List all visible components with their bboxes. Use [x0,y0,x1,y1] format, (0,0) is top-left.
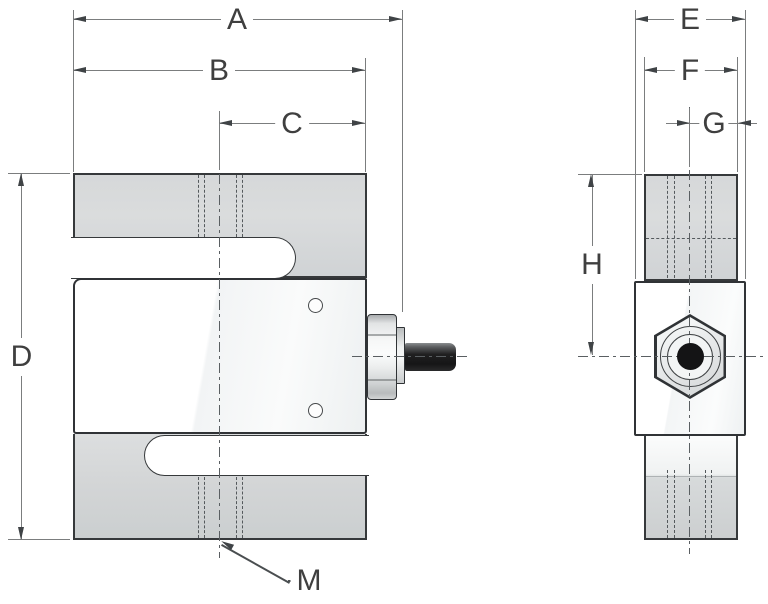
front-lower-slot [144,435,369,476]
cable-gland-nut-side [366,314,397,400]
cable-centerline [352,356,468,357]
thread-hidden-line [236,477,237,538]
arrowhead [588,174,594,187]
cable [404,343,456,371]
thread-hidden-line [203,175,205,237]
arrowhead [732,15,745,22]
arrowhead [644,66,657,73]
thread-hidden-line [673,470,675,538]
nut-facet-line [368,334,396,336]
extension-line-e-right [745,10,746,279]
arrowhead [352,119,365,126]
thread-hidden-line [198,477,199,538]
thread-hidden-line [711,470,712,538]
dim-label-d: D [7,338,36,376]
cover-screw-hole [307,297,323,313]
extension-line-c-left [219,111,220,170]
arrowhead [73,15,86,22]
thread-hidden-line [198,175,199,237]
dim-label-h: H [578,246,606,284]
extension-line-f-left [644,57,645,172]
slot-floor-edge [646,475,736,477]
arrowhead [724,66,737,73]
thread-hidden-line [704,176,706,278]
thread-hidden-line [236,175,237,237]
leader-line-m [221,543,291,583]
arrowhead [219,119,232,126]
thread-hidden-line [203,477,205,538]
dim-label-a: A [220,3,254,36]
front-centerline [219,111,220,558]
extension-line-h-top [578,173,642,175]
arrowhead [18,173,24,186]
arrowhead [389,15,402,22]
extension-line-d-bottom [8,538,70,540]
thread-hidden-line [241,175,243,237]
extension-line-d-top [8,172,70,174]
cover-screw-hole [307,402,323,418]
arrowhead [676,119,690,126]
side-centerline [689,107,690,554]
thread-hidden-line [711,176,712,278]
dim-label-f: F [674,54,706,87]
dim-label-b: B [202,54,236,87]
extension-line-e-left [635,10,636,279]
dim-label-g: G [699,107,729,140]
arrowhead [352,66,365,73]
thread-hidden-line [667,470,668,538]
nut-facet-line [368,379,396,381]
thread-hidden-line [673,176,675,278]
arrowhead [737,119,751,126]
arrowhead [18,527,24,540]
cable-gland-collar [395,327,405,384]
dim-label-c: C [275,107,309,140]
slot-hidden-edge [646,237,736,239]
extension-line-f-right [737,57,738,172]
extension-line-b-right [365,58,366,172]
dim-label-m: M [290,565,328,597]
side-horizontal-centerline [578,356,766,357]
front-upper-slot [71,237,296,279]
extension-line-g-center [689,108,690,167]
thread-hidden-line [241,477,243,538]
extension-line-a-right [402,10,403,312]
thread-hidden-line [667,176,668,278]
cable-entry-dot [676,343,704,370]
thread-hidden-line [704,470,706,538]
side-bottom-block [644,436,738,540]
front-middle-body [73,278,367,434]
arrowhead [635,15,648,22]
arrowhead [73,66,86,73]
dim-label-e: E [673,3,707,36]
side-top-block [644,174,738,281]
arrowhead [588,342,594,355]
extension-line-left [73,10,74,172]
